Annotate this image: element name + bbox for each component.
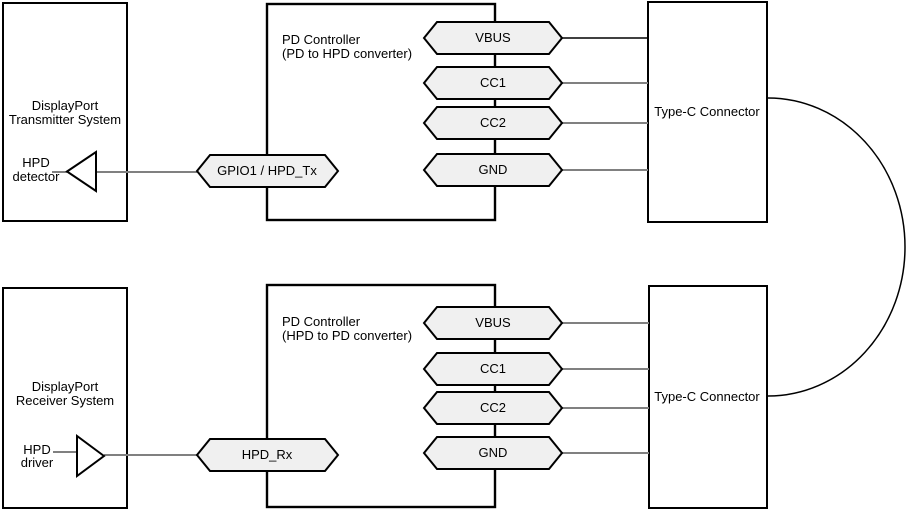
dp-transmitter-box [2, 2, 128, 222]
gnd-pin-label-top: GND [479, 162, 508, 177]
cc2-pin-hexagon-bottom [422, 391, 564, 425]
cc1-pin-hexagon-bottom [422, 352, 564, 386]
hpd-detector-buffer-icon [65, 150, 97, 193]
vbus-pin-hexagon-bottom [422, 306, 564, 340]
typec-connector-bottom-box [648, 285, 768, 509]
vbus-pin-label-top: VBUS [475, 30, 511, 45]
cc2-pin-hexagon-top [422, 106, 564, 140]
cc1-pin-label-top: CC1 [480, 75, 506, 90]
gnd-pin-hexagon-bottom [422, 436, 564, 470]
hpd-rx-pin-hexagon [195, 438, 340, 472]
dp-receiver-box [2, 287, 128, 509]
gpio1-hpd-tx-pin-hexagon [195, 154, 340, 188]
cc1-pin-hexagon-top [422, 66, 564, 100]
dp-receiver-label-line2: Receiver System [16, 393, 114, 408]
vbus-pin-label-bottom: VBUS [475, 315, 511, 330]
typec-connector-top-label: Type-C Connector [654, 104, 760, 119]
hpd-detector-label-line2: detector [13, 169, 61, 184]
gnd-pin-label-bottom: GND [479, 445, 508, 460]
cc1-pin-label-bottom: CC1 [480, 361, 506, 376]
pd-controller-bottom-label-line2: (HPD to PD converter) [282, 328, 412, 343]
typec-cable-arc [767, 97, 906, 397]
hpd-driver-label-line1: HPD [23, 442, 50, 457]
hpd-rx-pin-label: HPD_Rx [242, 447, 293, 462]
dp-receiver-label-line1: DisplayPort [32, 379, 99, 394]
pd-controller-top-label-line1: PD Controller [282, 32, 361, 47]
gpio1-hpd-tx-pin-label: GPIO1 / HPD_Tx [217, 163, 317, 178]
pd-controller-top-label-line2: (PD to HPD converter) [282, 46, 412, 61]
gnd-pin-hexagon-top [422, 153, 564, 187]
hpd-driver-buffer-icon [76, 434, 106, 478]
cc2-pin-label-bottom: CC2 [480, 400, 506, 415]
vbus-pin-hexagon-top [422, 21, 564, 55]
hpd-detector-label-line1: HPD [22, 155, 49, 170]
typec-connector-bottom-label: Type-C Connector [654, 389, 760, 404]
cc2-pin-label-top: CC2 [480, 115, 506, 130]
typec-connector-top-box [647, 1, 768, 223]
dp-transmitter-label-line2: Transmitter System [9, 112, 121, 127]
pd-controller-bottom-label-line1: PD Controller [282, 314, 361, 329]
dp-transmitter-label-line1: DisplayPort [32, 98, 99, 113]
hpd-driver-label-line2: driver [21, 455, 54, 470]
